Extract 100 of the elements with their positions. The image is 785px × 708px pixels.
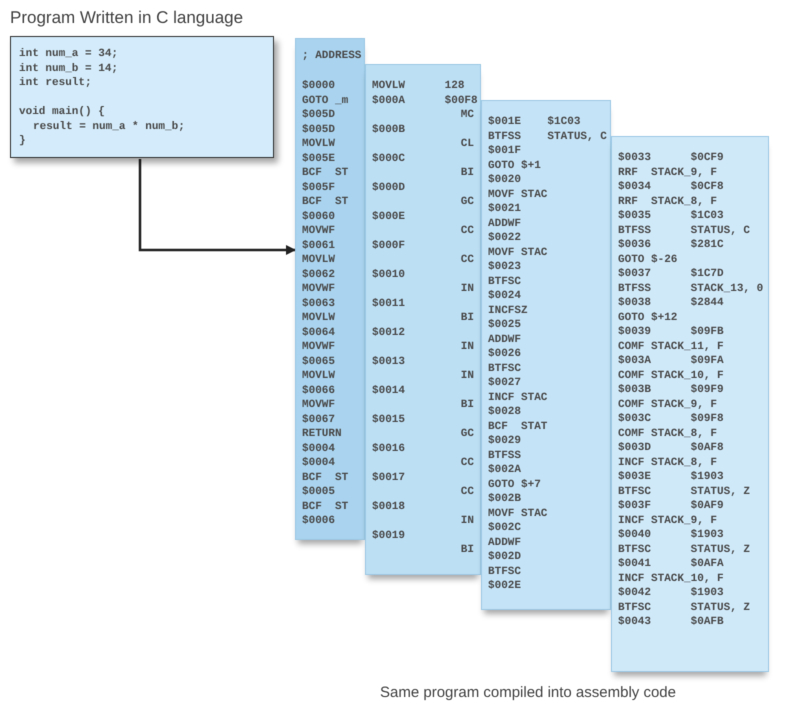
code-line: CC [460,485,474,499]
code-line: $000E [372,210,406,224]
code-line: $0019 [372,528,406,542]
code-line: BTFSC [488,274,522,288]
code-line: $0015 [372,412,406,426]
code-line: int result; [19,76,92,90]
heading: Program Written in C language [10,8,244,28]
code-line: BI [460,398,474,412]
code-line: $003D $0AF8 [618,441,724,455]
code-line: $000B [372,122,406,136]
code-line: IN [460,514,474,528]
code-line: BCF ST [302,470,348,484]
code-line: BTFSS STATUS, C [618,224,750,238]
code-line: GOTO $+1 [488,158,541,172]
code-line: $005D [302,108,336,122]
code-line: $003C $09F8 [618,412,724,426]
code-line: GOTO $+12 [618,310,678,324]
code-line: $0006 [302,514,336,528]
code-line: BI [460,166,474,180]
code-line: $0060 [302,210,336,224]
code-line: $005D [302,122,336,136]
code-line: $002A [488,463,522,477]
code-line: $0011 [372,296,406,310]
code-line: MOVF STAC [488,246,548,260]
code-line: INCF STAC [488,390,548,404]
code-line: $0065 [302,354,336,368]
code-line: BTFSC STATUS, Z [618,600,750,614]
arrow [138,159,296,255]
code-line: BTFSC [488,362,522,376]
code-line: } [19,134,26,148]
code-line: INCF STACK_8, F [618,456,718,470]
code-line: ADDWF [488,216,522,230]
code-line: GC [460,427,474,441]
code-line: CC [460,224,474,238]
code-line: $0040 $1903 [618,528,724,542]
code-line: RETURN [302,427,342,441]
code-page [295,38,365,540]
code-line: CC [460,456,474,470]
code-line: $0029 [488,434,522,448]
code-line: int num_a = 34; [19,47,118,61]
code-line: $002B [488,492,522,506]
code-line: MOVLW [302,311,336,325]
code-line: BTFSC STATUS, Z [618,542,750,556]
code-line: $001F [488,144,522,158]
code-line: $0026 [488,347,522,361]
code-line: BTFSS [488,448,522,462]
code-line: RRF STACK_9, F [618,166,718,180]
code-line: $003F $0AF9 [618,499,724,513]
code-line: INCF STACK_9, F [618,514,718,528]
code-line: $0014 [372,384,406,398]
code-line: $0039 $09FB [618,325,724,339]
code-line: CC [460,253,474,267]
code-line: IN [460,340,474,354]
code-line: $0042 $1903 [618,586,724,600]
code-line: $0022 [488,231,522,245]
code-line: $002D [488,550,522,564]
code-line: ADDWF [488,536,522,550]
code-line: $0004 [302,442,336,456]
code-line: MOVLW [302,253,336,267]
code-line: CL [460,137,474,151]
code-line: $0063 [302,296,336,310]
code-line: $000D [372,180,406,194]
code-page [481,100,611,610]
code-line: BTFSS STATUS, C [488,130,607,144]
code-line: $0000 [302,79,336,93]
code-line: $0033 $0CF9 [618,151,724,165]
code-line: $0036 $281C [618,238,724,252]
code-line: MOVWF [302,282,336,296]
code-line: $0012 [372,326,406,340]
code-line: BTFSC [488,564,522,578]
code-line: $0027 [488,376,522,390]
code-line: GOTO _m [302,94,348,108]
code-line: MC [460,108,474,122]
code-line: BI [460,543,474,557]
code-line: $0037 $1C7D [618,267,724,281]
code-line: BCF ST [302,500,348,514]
caption: Same program compiled into assembly code [380,684,676,701]
code-line: GOTO $+7 [488,478,541,492]
code-line: $0021 [488,202,522,216]
code-line: $0025 [488,318,522,332]
code-line: $003A $09FA [618,354,724,368]
code-line: GOTO $-26 [618,252,678,266]
code-line: $0062 [302,268,336,282]
code-line: $0035 $1C03 [618,209,724,223]
code-line: $0024 [488,289,522,303]
code-line: ; ADDRESS [302,49,362,63]
code-line: $0018 [372,500,406,514]
code-line: $0020 [488,173,522,187]
code-line: $002C [488,521,522,535]
code-line: $0013 [372,354,406,368]
code-line: $000C [372,152,406,166]
code-line: MOVF STAC [488,506,548,520]
code-page [611,136,769,672]
code-line: IN [460,369,474,383]
code-line: $0005 [302,485,336,499]
code-line: MOVLW [302,369,336,383]
code-line: int num_b = 14; [19,62,118,76]
code-line: $0004 [302,456,336,470]
code-line: $0028 [488,405,522,419]
code-line: COMF STACK_10, F [618,368,724,382]
